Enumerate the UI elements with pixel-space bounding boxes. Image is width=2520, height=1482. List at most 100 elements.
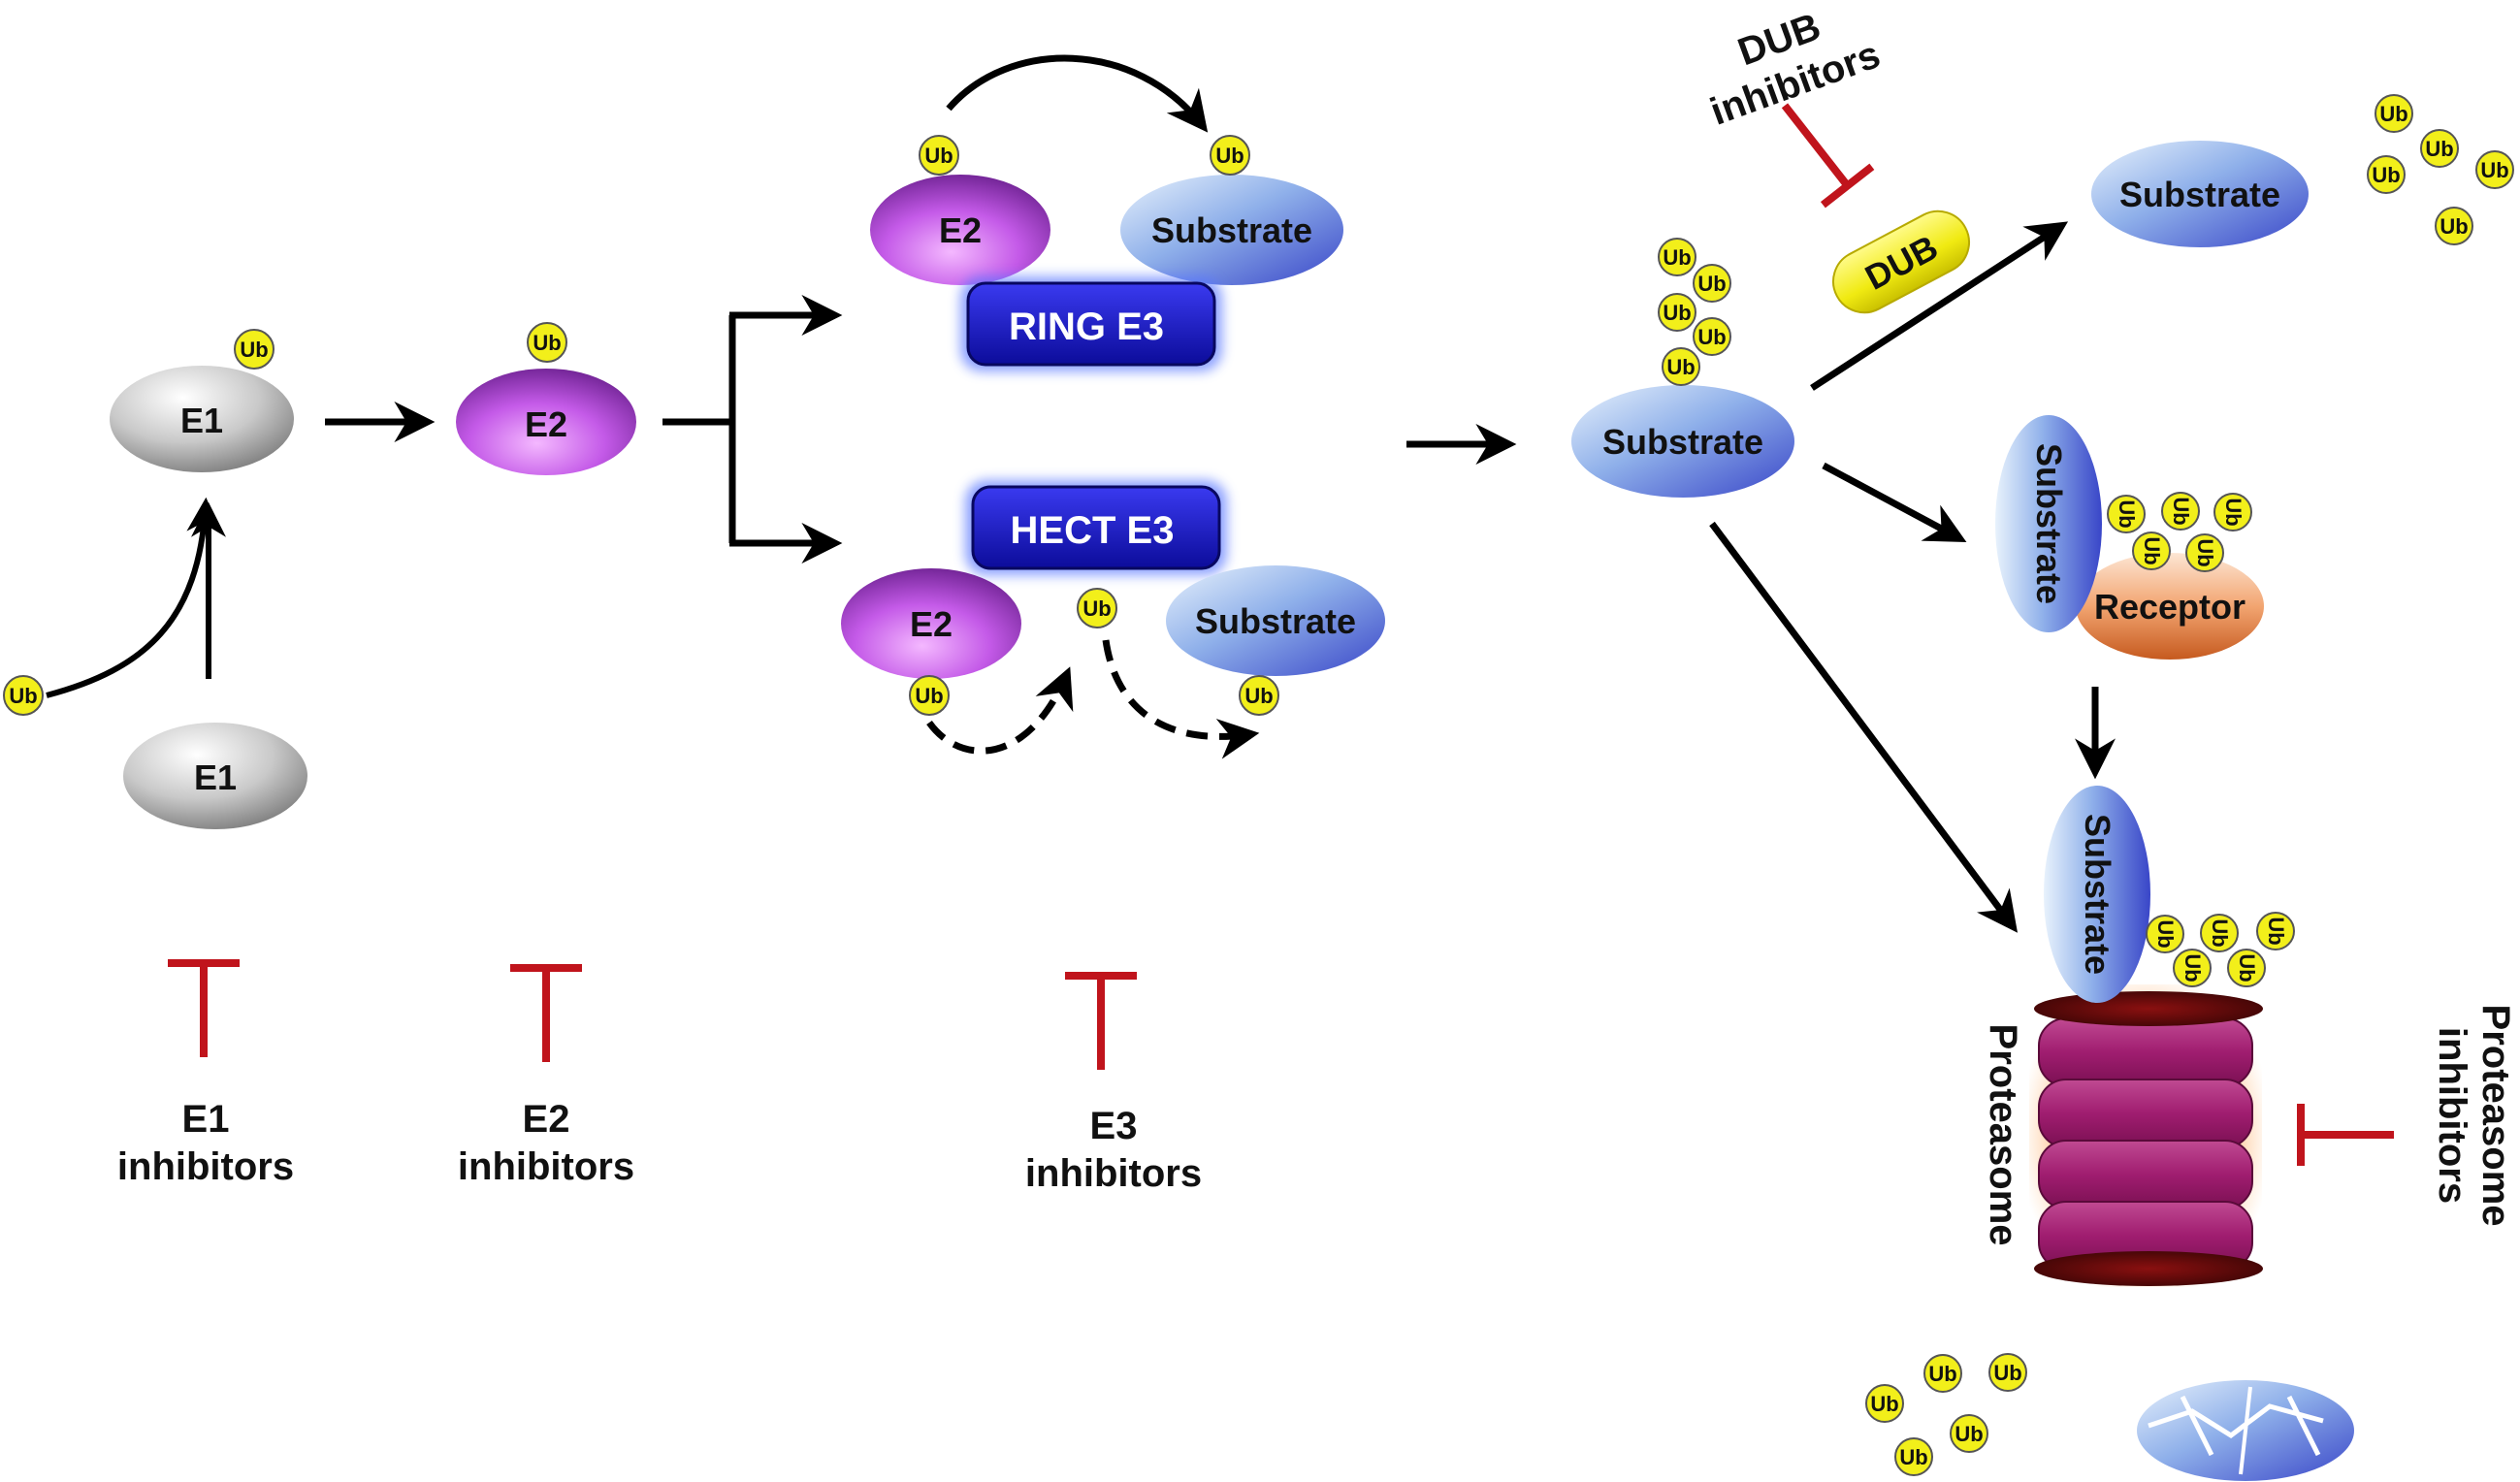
svg-text:Ub: Ub [1244, 684, 1273, 708]
e2-inhibitor: E2 inhibitors [458, 964, 634, 1188]
ub-to-e1-arrow [46, 497, 222, 698]
svg-text:inhibitors: inhibitors [458, 1145, 634, 1188]
dub-enzyme: DUB [1832, 209, 1970, 314]
svg-text:Substrate: Substrate [1151, 210, 1312, 250]
svg-text:Substrate: Substrate [2029, 443, 2069, 604]
svg-text:Ub: Ub [2169, 497, 2193, 525]
ring-e2: E2 Ub [870, 135, 1050, 285]
e2-ub-loaded: E2 Ub [456, 322, 636, 475]
svg-text:Ub: Ub [2221, 498, 2245, 526]
ring-transfer-arrow [946, 54, 1209, 133]
recycled-ub-cluster: Ub Ub Ub Ub Ub [1865, 1353, 2027, 1476]
svg-text:inhibitors: inhibitors [117, 1145, 294, 1188]
svg-text:Ub: Ub [1870, 1392, 1898, 1416]
e1-activation-group: Ub E1 E1 Ub [3, 329, 307, 829]
ring-substrate: Substrate Ub [1120, 135, 1343, 285]
svg-text:Ub: Ub [2181, 953, 2205, 982]
svg-text:E1: E1 [180, 401, 223, 440]
svg-text:inhibitors: inhibitors [1025, 1152, 1202, 1195]
svg-text:Ub: Ub [1955, 1422, 1983, 1446]
svg-text:Ub: Ub [1663, 301, 1691, 325]
e2-branch-arrows [662, 295, 843, 564]
svg-text:Ub: Ub [1928, 1362, 1956, 1386]
svg-text:Substrate: Substrate [1602, 422, 1763, 462]
svg-text:Ub: Ub [2379, 102, 2407, 126]
svg-text:Ub: Ub [1993, 1361, 2021, 1385]
hect-ub-transferred: Ub [1239, 675, 1279, 716]
svg-text:Ub: Ub [1215, 144, 1244, 168]
proteasome-ring-3 [2038, 1140, 2253, 1209]
proteasome-label: Proteasome [1982, 1024, 2024, 1246]
substrate-to-receptor-arrow [1822, 462, 1967, 542]
svg-text:Ub: Ub [240, 338, 268, 362]
svg-text:HECT E3: HECT E3 [1011, 509, 1175, 552]
proteasome-ring-1 [2038, 1017, 2253, 1087]
receptor-ub-chain: Ub Ub Ub Ub Ub [2107, 492, 2252, 572]
svg-text:Ub: Ub [2264, 917, 2288, 945]
substrate-to-dub-arrow [1810, 221, 2069, 391]
svg-text:Ub: Ub [533, 331, 561, 355]
substrate-to-proteasome-arrow [1709, 521, 2019, 933]
released-substrate: Substrate [2091, 141, 2309, 247]
svg-text:Ub: Ub [2372, 163, 2400, 187]
svg-text:Ub: Ub [9, 684, 37, 708]
e1-inhibitor: E1 inhibitors [117, 959, 294, 1188]
hect-ub-on-e3: Ub [1077, 588, 1117, 628]
svg-text:RING E3: RING E3 [1009, 306, 1164, 348]
svg-text:E1: E1 [182, 1098, 230, 1141]
hect-dashed-arrow-1 [926, 666, 1074, 755]
svg-text:E1: E1 [194, 757, 237, 797]
svg-text:Ub: Ub [2208, 918, 2232, 947]
svg-text:Substrate: Substrate [2078, 814, 2117, 975]
hect-substrate: Substrate [1166, 565, 1385, 676]
svg-text:Ub: Ub [2425, 137, 2453, 161]
svg-text:Ub: Ub [924, 144, 953, 168]
svg-text:Substrate: Substrate [2119, 175, 2280, 214]
svg-text:Ub: Ub [1666, 355, 1695, 379]
dub-inhibitor: DUB inhibitors [1705, 5, 1886, 209]
svg-text:E2: E2 [910, 604, 953, 644]
svg-text:E2: E2 [523, 1098, 570, 1141]
proteasome-ub-chain: Ub Ub Ub Ub Ub [2146, 912, 2295, 987]
dub-branch: DUB DUB inhibitors Substrate Ub Ub Ub Ub [1705, 5, 2514, 314]
e1-ub-loaded: E1 Ub [110, 329, 294, 472]
svg-text:Ub: Ub [2193, 538, 2217, 566]
svg-text:E2: E2 [525, 404, 567, 444]
svg-text:Receptor: Receptor [2094, 587, 2245, 627]
svg-text:Ub: Ub [2235, 953, 2259, 982]
svg-text:Ub: Ub [2140, 536, 2164, 564]
polyub-substrate: Substrate Ub Ub Ub Ub Ub [1571, 238, 1794, 498]
degraded-substrate-fragments [2137, 1380, 2354, 1481]
svg-text:Ub: Ub [1663, 245, 1691, 270]
ring-e3-box: RING E3 [960, 276, 1222, 371]
svg-text:Ub: Ub [915, 684, 943, 708]
proteasome-cap-bottom [2034, 1251, 2263, 1286]
ub-free-left: Ub [3, 675, 44, 716]
svg-text:Ub: Ub [2153, 919, 2178, 948]
polyub-chain: Ub Ub Ub Ub Ub [1658, 238, 1731, 386]
proteasome: Proteasome [1982, 984, 2263, 1287]
svg-text:Ub: Ub [1697, 272, 1726, 296]
hect-e3-complex: HECT E3 E2 Ub Ub Substrate Ub [841, 480, 1385, 759]
svg-text:Ub: Ub [1082, 596, 1111, 621]
e3-inhibitor: E3 inhibitors [1025, 972, 1202, 1195]
hect-dashed-arrow-2 [1102, 639, 1260, 759]
hect-e2: E2 Ub [841, 568, 1021, 716]
svg-text:Ub: Ub [2439, 214, 2468, 239]
ring-e3-complex: E2 Ub Substrate Ub RING E3 [870, 54, 1343, 371]
released-ub-cluster: Ub Ub Ub Ub Ub [2367, 94, 2514, 245]
proteasome-cap-top [2034, 991, 2263, 1026]
svg-text:Ub: Ub [2115, 499, 2139, 528]
svg-text:E3: E3 [1090, 1105, 1138, 1147]
svg-text:Proteasome: Proteasome [2474, 1005, 2517, 1227]
svg-text:Ub: Ub [1697, 325, 1726, 349]
receptor: Receptor [2076, 553, 2264, 660]
hect-e3-box: HECT E3 [965, 480, 1227, 575]
proteasome-inhibitor: Proteasome inhibitors [2297, 1005, 2517, 1227]
proteasome-substrate: Substrate [2044, 786, 2150, 1003]
svg-text:Substrate: Substrate [1195, 601, 1356, 641]
receptor-substrate: Substrate [1995, 415, 2102, 632]
proteasome-ring-2 [2038, 1079, 2253, 1148]
e1-free: E1 [123, 723, 307, 829]
